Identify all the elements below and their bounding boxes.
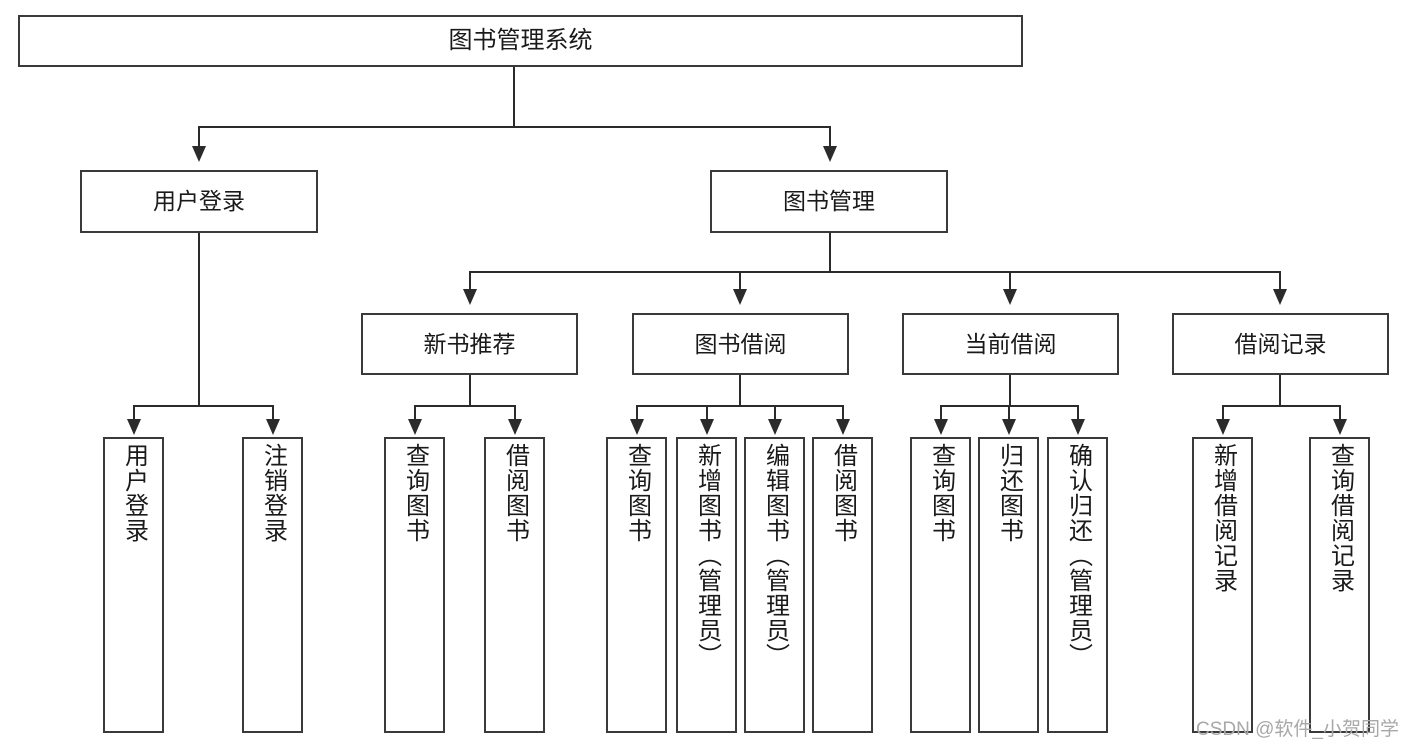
- node-label: 借阅记录: [1234, 330, 1327, 357]
- csdn-watermark: CSDN @软件_小贺同学: [1196, 719, 1399, 740]
- node-label: 借阅图书: [829, 443, 857, 543]
- node-label: 查询图书: [401, 443, 429, 543]
- arrowhead-to-current-borrow: [1003, 289, 1017, 305]
- connector-user-login-drop-1: [133, 405, 135, 421]
- connector-borrow-record-stem: [1279, 375, 1281, 406]
- connector-book-mgmt-bus: [469, 271, 1281, 273]
- arrowhead-book-borrow-leaf-3: [768, 419, 782, 435]
- node-label: 确认归还（管理员）: [1064, 443, 1092, 668]
- node-label: 用户登录: [153, 188, 245, 215]
- connector-book-borrow-stem: [739, 375, 741, 406]
- connector-book-borrow-drop-1: [636, 405, 638, 421]
- connector-book-mgmt-drop-2: [739, 271, 741, 289]
- leaf-current-borrow-return[interactable]: 归还图书: [978, 437, 1039, 733]
- connector-book-borrow-drop-3: [774, 405, 776, 421]
- connector-user-login-stem: [198, 233, 200, 406]
- leaf-book-borrow-add[interactable]: 新增图书（管理员）: [676, 437, 737, 733]
- connector-user-login-drop-2: [272, 405, 274, 421]
- arrowhead-book-borrow-leaf-4: [836, 419, 850, 435]
- arrowhead-book-borrow-leaf-2: [700, 419, 714, 435]
- connector-root-drop-2: [829, 126, 831, 146]
- leaf-new-book-borrow[interactable]: 借阅图书: [484, 437, 545, 733]
- leaf-user-login-login[interactable]: 用户登录: [103, 437, 164, 733]
- node-label: 归还图书: [995, 443, 1023, 543]
- leaf-borrow-record-add[interactable]: 新增借阅记录: [1192, 437, 1253, 733]
- node-book-management[interactable]: 图书管理: [710, 170, 948, 233]
- leaf-current-borrow-confirm-return[interactable]: 确认归还（管理员）: [1047, 437, 1108, 733]
- node-new-book-recommend[interactable]: 新书推荐: [361, 313, 578, 375]
- node-label: 查询图书: [623, 443, 651, 543]
- node-root-system[interactable]: 图书管理系统: [18, 15, 1023, 67]
- arrowhead-borrow-record-leaf-2: [1333, 419, 1347, 435]
- connector-current-borrow-drop-3: [1077, 405, 1079, 421]
- connector-current-borrow-drop-1: [940, 405, 942, 421]
- leaf-user-login-logout[interactable]: 注销登录: [242, 437, 303, 733]
- arrowhead-to-book-borrow: [733, 289, 747, 305]
- node-current-borrow[interactable]: 当前借阅: [902, 313, 1119, 375]
- arrowhead-book-borrow-leaf-1: [630, 419, 644, 435]
- node-label: 用户登录: [120, 443, 148, 543]
- node-label: 图书管理系统: [448, 27, 593, 55]
- node-label: 图书管理: [783, 188, 875, 215]
- connector-root-bus: [198, 126, 831, 128]
- connector-book-mgmt-stem: [829, 233, 831, 272]
- node-label: 新增图书（管理员）: [693, 443, 721, 668]
- node-label: 编辑图书（管理员）: [761, 443, 789, 668]
- connector-book-mgmt-drop-1: [469, 271, 471, 289]
- node-label: 图书借阅: [694, 330, 787, 357]
- node-label: 新增借阅记录: [1209, 443, 1237, 593]
- arrowhead-current-borrow-leaf-1: [934, 419, 948, 435]
- connector-book-borrow-bus: [636, 405, 844, 407]
- arrowhead-new-book-leaf-2: [508, 419, 522, 435]
- node-label: 查询借阅记录: [1326, 443, 1354, 593]
- connector-root-drop-1: [198, 126, 200, 146]
- arrowhead-new-book-leaf-1: [408, 419, 422, 435]
- connector-book-borrow-drop-4: [842, 405, 844, 421]
- connector-current-borrow-stem: [1009, 375, 1011, 406]
- connector-current-borrow-drop-2: [1008, 405, 1010, 421]
- node-borrow-record[interactable]: 借阅记录: [1172, 313, 1389, 375]
- arrowhead-borrow-record-leaf-1: [1216, 419, 1230, 435]
- arrowhead-user-login-leaf-1: [127, 419, 141, 435]
- node-label: 新书推荐: [423, 330, 516, 357]
- connector-user-login-bus: [133, 405, 274, 407]
- node-label: 借阅图书: [501, 443, 529, 543]
- node-book-borrow[interactable]: 图书借阅: [632, 313, 849, 375]
- arrowhead-to-user-login: [192, 146, 206, 162]
- connector-new-book-drop-1: [414, 405, 416, 421]
- connector-book-mgmt-drop-3: [1009, 271, 1011, 289]
- leaf-new-book-query[interactable]: 查询图书: [384, 437, 445, 733]
- arrowhead-user-login-leaf-2: [266, 419, 280, 435]
- node-user-login[interactable]: 用户登录: [80, 170, 318, 233]
- node-label: 当前借阅: [964, 330, 1057, 357]
- connector-new-book-stem: [469, 375, 471, 406]
- arrowhead-to-new-book: [463, 289, 477, 305]
- connector-root-stem: [513, 67, 515, 127]
- node-label: 查询图书: [927, 443, 955, 543]
- connector-borrow-record-bus: [1222, 405, 1341, 407]
- leaf-book-borrow-borrow[interactable]: 借阅图书: [812, 437, 873, 733]
- arrowhead-to-borrow-record: [1273, 289, 1287, 305]
- connector-new-book-drop-2: [514, 405, 516, 421]
- leaf-current-borrow-query[interactable]: 查询图书: [910, 437, 971, 733]
- connector-book-mgmt-drop-4: [1279, 271, 1281, 289]
- arrowhead-to-book-mgmt: [823, 146, 837, 162]
- leaf-book-borrow-query[interactable]: 查询图书: [606, 437, 667, 733]
- node-label: 注销登录: [259, 443, 287, 543]
- connector-borrow-record-drop-2: [1339, 405, 1341, 421]
- connector-book-borrow-drop-2: [706, 405, 708, 421]
- arrowhead-current-borrow-leaf-3: [1071, 419, 1085, 435]
- leaf-book-borrow-edit[interactable]: 编辑图书（管理员）: [744, 437, 805, 733]
- leaf-borrow-record-query[interactable]: 查询借阅记录: [1309, 437, 1370, 733]
- connector-borrow-record-drop-1: [1222, 405, 1224, 421]
- arrowhead-current-borrow-leaf-2: [1002, 419, 1016, 435]
- connector-new-book-bus: [414, 405, 515, 407]
